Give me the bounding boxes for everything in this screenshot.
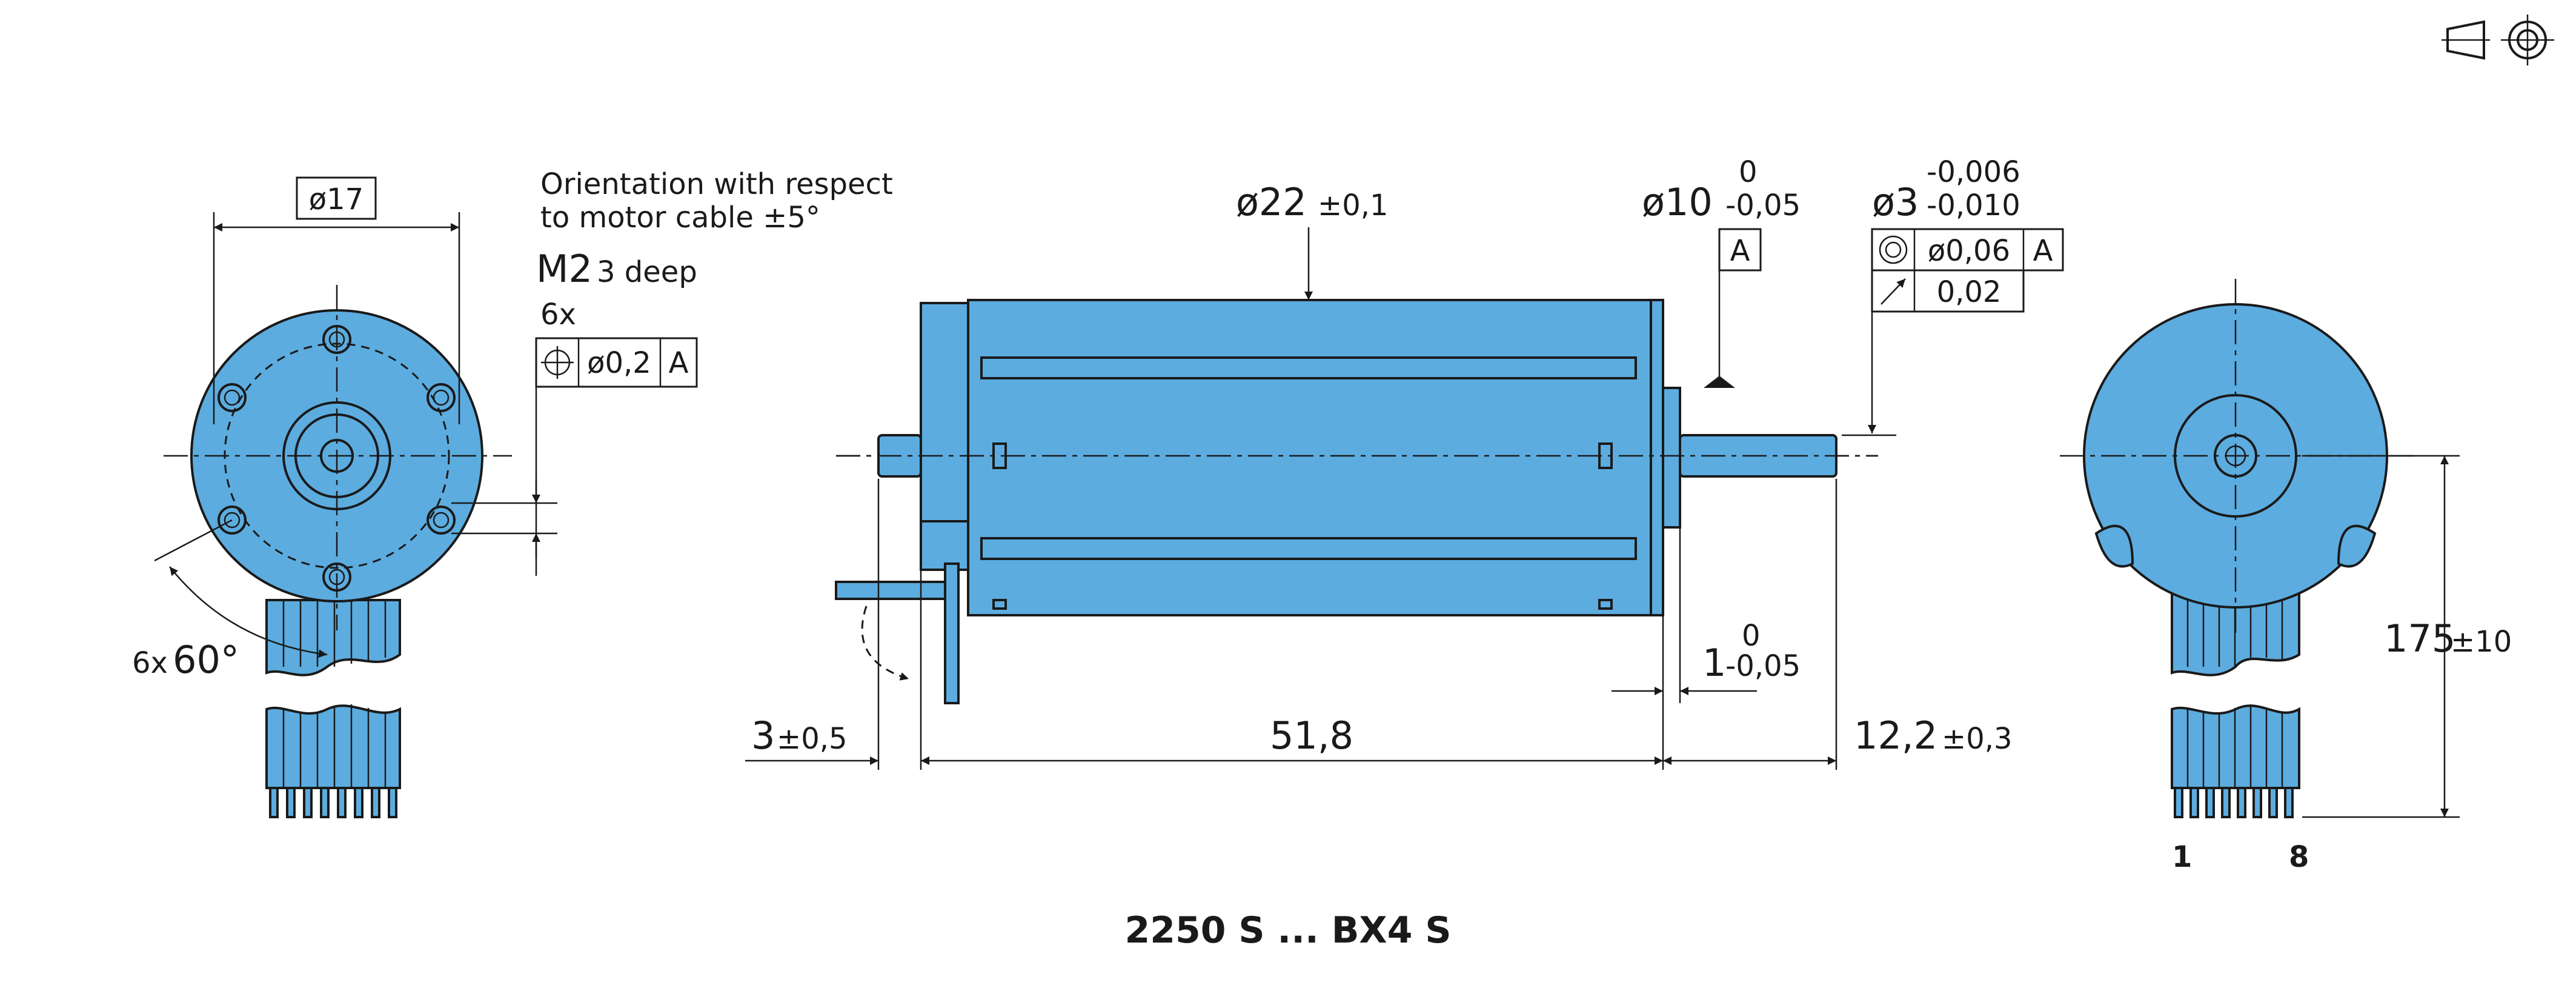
boss-length-tol-upper: 0 <box>1742 619 1761 653</box>
cable-exit-side <box>835 562 960 704</box>
shaft-tol-upper: -0,006 <box>1927 155 2020 189</box>
orientation-note: Orientation with respect <box>540 167 893 201</box>
front-view: ø17 Orientation with respect to motor ca… <box>132 167 893 818</box>
front-boss <box>1662 387 1681 529</box>
body-diameter-tol: ±0,1 <box>1318 189 1389 222</box>
cable-length-tol: ±10 <box>2451 625 2512 659</box>
rear-shaft-tol: ±0,5 <box>777 722 848 756</box>
body-diameter: ø22 <box>1236 180 1307 224</box>
rear-view: 175 ±10 1 8 <box>2060 279 2512 874</box>
boss-tol-upper: 0 <box>1739 155 1758 189</box>
cable-bundle-front <box>265 599 401 818</box>
shaft-tol-lower: -0,010 <box>1927 189 2020 222</box>
model-title: 2250 S ... BX4 S <box>1124 909 1451 952</box>
datum-label: A <box>1730 234 1750 268</box>
runout-arrow-icon <box>1881 278 1906 305</box>
concentricity-datum: A <box>2033 234 2053 268</box>
shaft-length: 12,2 <box>1854 713 1937 758</box>
projection-symbol-icon <box>2442 15 2554 65</box>
angle-value: 60° <box>173 638 239 682</box>
side-view: ø22 ±0,1 ø10 0 -0,05 A ø3 -0,006 -0,010 … <box>745 155 2064 770</box>
shaft-diameter: ø3 <box>1872 180 1919 224</box>
runout-frame: 0,02 <box>1871 269 2025 313</box>
thread-size: M2 <box>536 247 593 291</box>
angle-count: 6x <box>132 646 168 680</box>
position-tolerance-frame: ø0,2 A <box>535 337 698 388</box>
thread-depth: 3 deep <box>597 255 697 289</box>
pin-first-label: 1 <box>2172 840 2192 874</box>
shaft-length-tol: ±0,3 <box>1942 722 2013 756</box>
concentricity-value: ø0,06 <box>1928 234 2010 268</box>
rear-shaft-length: 3 <box>751 713 775 758</box>
boss-diameter: ø10 <box>1642 180 1713 224</box>
orientation-note-2: to motor cable ±5° <box>540 201 820 235</box>
position-symbol-icon <box>541 346 574 379</box>
boss-length: 1 <box>1702 641 1726 685</box>
concentricity-symbol-icon <box>1879 235 1908 264</box>
hole-circle-diameter: ø17 <box>309 182 363 216</box>
body-length: 51,8 <box>1270 713 1353 758</box>
boss-length-tol-lower: -0,05 <box>1725 649 1801 683</box>
position-tolerance-value: ø0,2 <box>587 346 651 380</box>
cable-length: 175 <box>2384 616 2455 661</box>
hole-count: 6x <box>540 298 576 332</box>
runout-value: 0,02 <box>1937 275 2002 309</box>
concentricity-frame: ø0,06 A <box>1871 228 2064 272</box>
boss-tol-lower: -0,05 <box>1725 189 1801 222</box>
pin-last-label: 8 <box>2289 840 2309 874</box>
motor-body <box>967 299 1664 616</box>
position-datum: A <box>669 346 689 380</box>
